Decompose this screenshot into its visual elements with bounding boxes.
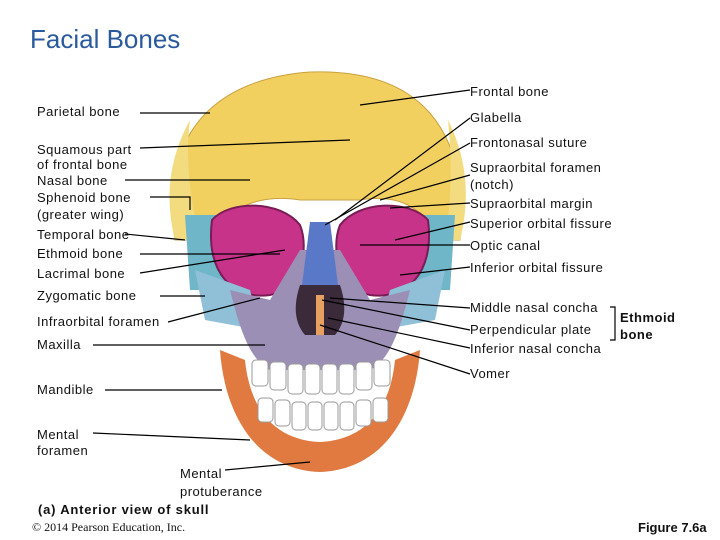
figure-number: Figure 7.6a	[638, 520, 707, 535]
label-maxilla: Maxilla	[37, 337, 81, 352]
label-ethmoid-bone: Ethmoid bone	[37, 246, 124, 261]
label-temporal-bone: Temporal bone	[37, 227, 130, 242]
label-supraorbital-foramen-2: (notch)	[470, 177, 514, 192]
label-mental-protuberance-2: protuberance	[180, 484, 263, 499]
label-supraorbital-foramen: Supraorbital foramen	[470, 160, 602, 175]
label-inferior-nasal-concha: Inferior nasal concha	[470, 341, 602, 356]
label-glabella: Glabella	[470, 110, 522, 125]
page-title: Facial Bones	[30, 24, 181, 54]
leader-lines-left	[92, 112, 351, 471]
label-superior-orbital-fissure: Superior orbital fissure	[470, 216, 613, 231]
label-infraorbital-foramen: Infraorbital foramen	[37, 314, 160, 329]
copyright: © 2014 Pearson Education, Inc.	[32, 520, 186, 534]
label-mental-protuberance: Mental	[180, 466, 223, 481]
label-squamous-part: Squamous part	[37, 142, 132, 157]
figure-subtitle: (a) Anterior view of skull	[38, 502, 210, 517]
vomer	[316, 295, 324, 335]
label-middle-nasal-concha: Middle nasal concha	[470, 300, 599, 315]
label-frontal-bone: Frontal bone	[470, 84, 549, 99]
label-sphenoid-bone: Sphenoid bone	[37, 190, 131, 205]
label-supraorbital-margin: Supraorbital margin	[470, 196, 593, 211]
label-perpendicular-plate: Perpendicular plate	[470, 322, 592, 337]
mandible	[220, 350, 420, 472]
label-squamous-part-2: of frontal bone	[37, 157, 128, 172]
label-ethmoid-group-2: bone	[620, 327, 654, 342]
label-inferior-orbital-fissure: Inferior orbital fissure	[470, 260, 604, 275]
label-parietal-bone: Parietal bone	[37, 104, 121, 119]
label-mental-foramen: Mental	[37, 427, 80, 442]
upper-teeth	[251, 359, 391, 395]
label-frontonasal-suture: Frontonasal suture	[470, 135, 588, 150]
label-mental-foramen-2: foramen	[37, 443, 89, 458]
label-zygomatic-bone: Zygomatic bone	[37, 288, 137, 303]
label-optic-canal: Optic canal	[470, 238, 541, 253]
label-sphenoid-bone-2: (greater wing)	[37, 207, 125, 222]
label-mandible: Mandible	[37, 382, 94, 397]
nasal-bone	[302, 222, 338, 285]
parietal-edge-right	[445, 120, 466, 240]
label-nasal-bone: Nasal bone	[37, 173, 108, 188]
leader-lines-right	[319, 89, 616, 375]
label-lacrimal-bone: Lacrimal bone	[37, 266, 126, 281]
label-ethmoid-group: Ethmoid	[620, 310, 676, 325]
lower-teeth	[257, 397, 389, 431]
label-vomer: Vomer	[470, 366, 511, 381]
